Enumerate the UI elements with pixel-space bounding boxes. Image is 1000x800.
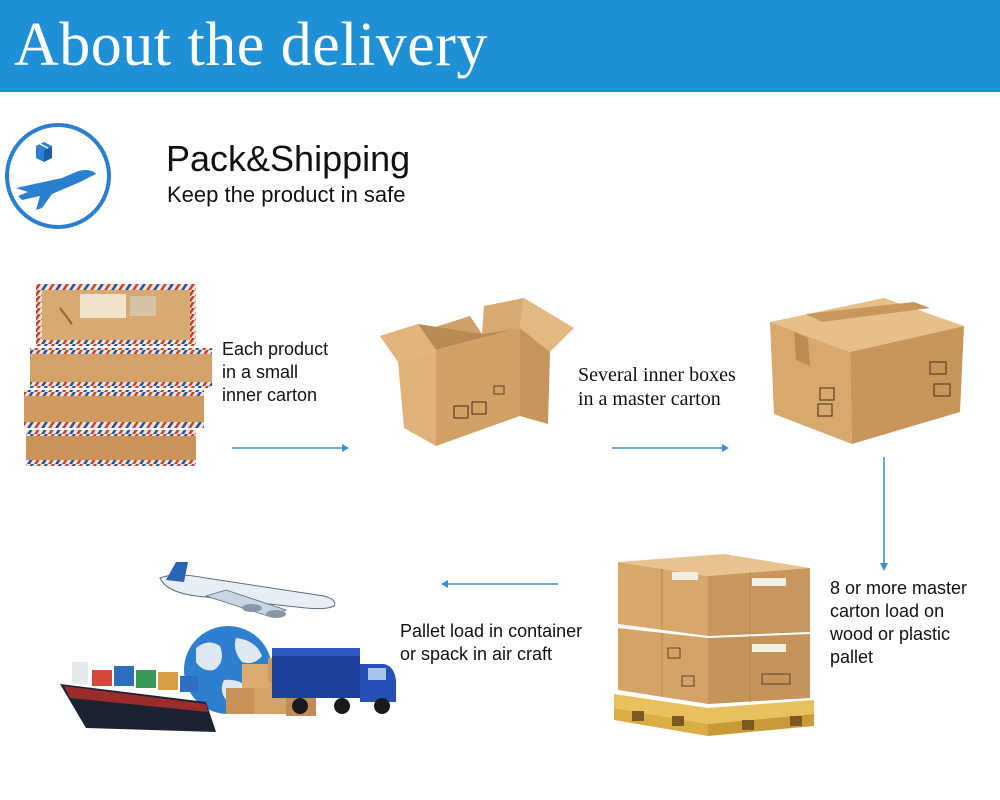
arrow-right-1 <box>232 444 349 452</box>
plane-and-package-icon <box>5 123 111 229</box>
step2-label: Several inner boxes in a master carton <box>578 364 736 410</box>
section-subtitle: Keep the product in safe <box>167 182 406 207</box>
global-transport-image <box>60 562 396 732</box>
arrow-down-1 <box>880 457 888 571</box>
step3-label: 8 or more master carton load on wood or … <box>830 578 968 667</box>
header-banner: About the delivery <box>0 0 1000 92</box>
master-carton-image <box>770 298 964 444</box>
airplane-icon <box>159 562 336 618</box>
open-inner-carton-image <box>380 298 574 446</box>
arrow-left-1 <box>441 580 558 588</box>
pallet-cartons-image <box>614 554 814 736</box>
step4-label: Pallet load in container or spack in air… <box>400 621 583 664</box>
step1-label: Each product in a small inner carton <box>222 339 329 405</box>
truck-icon <box>272 648 396 714</box>
inner-carton-stack-image <box>24 284 212 466</box>
page-title: About the delivery <box>14 11 488 79</box>
arrow-right-2 <box>612 444 729 452</box>
cargo-ship-icon <box>60 662 216 732</box>
section-title: Pack&Shipping <box>166 138 411 179</box>
